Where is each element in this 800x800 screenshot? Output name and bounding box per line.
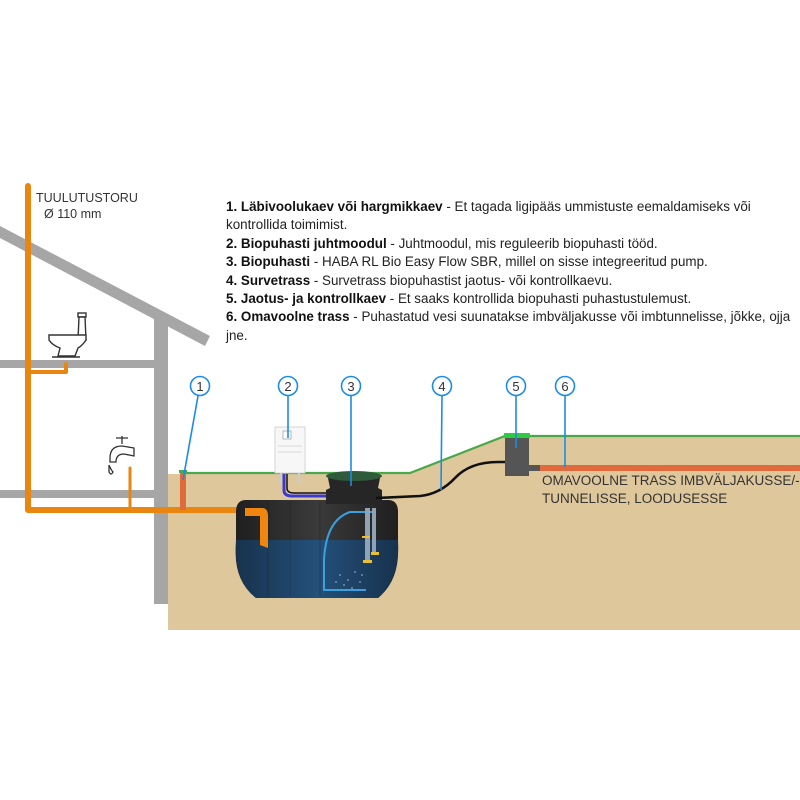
legend-item: 4. Survetrass - Survetrass biopuhastist … (226, 272, 613, 288)
marker-5 (505, 375, 527, 448)
legend-item-title: 4. Survetrass (226, 272, 311, 288)
vent-pipe-diameter: Ø 110 mm (44, 207, 102, 221)
vent-pipe-label: TUULUTUSTORU Ø 110 mm (36, 190, 138, 222)
legend-item-text: Et saaks kontrollida biopuhasti puhastus… (397, 291, 692, 307)
marker-label-6: 6 (561, 379, 568, 394)
control-module (274, 426, 330, 498)
callout-markers (182, 375, 576, 491)
legend-item: 6. Omavoolne trass - Puhastatud vesi suu… (226, 309, 791, 343)
control-cable (282, 474, 330, 498)
marker-label-2: 2 (284, 379, 291, 394)
ground-floor (0, 490, 160, 498)
marker-4 (431, 375, 453, 491)
outflow-pipe (540, 465, 800, 471)
legend: 1. Läbivoolukaev või hargmikkaev - Et ta… (226, 198, 796, 345)
marker-3 (340, 375, 362, 486)
bio-treatment-tank (235, 471, 399, 598)
toilet-drain-pipe (28, 362, 68, 374)
outflow-label-line1: OMAVOOLNE TRASS IMBVÄLJAKUSSE/- (542, 473, 800, 488)
legend-item-text: Puhastatud vesi suunatakse imbväljakusse… (226, 309, 791, 343)
outflow-label: OMAVOOLNE TRASS IMBVÄLJAKUSSE/- TUNNELIS… (542, 472, 800, 508)
marker-labels: 1 2 3 4 5 6 (196, 379, 568, 394)
legend-item: 5. Jaotus- ja kontrollkaev - Et saaks ko… (226, 291, 692, 307)
legend-item: 1. Läbivoolukaev või hargmikkaev - Et ta… (226, 199, 751, 233)
legend-item-title: 3. Biopuhasti (226, 254, 311, 270)
legend-item-title: 5. Jaotus- ja kontrollkaev (226, 291, 387, 307)
marker-2 (277, 375, 299, 438)
legend-item-text: HABA RL Bio Easy Flow SBR, millel on sis… (322, 254, 708, 270)
marker-label-3: 3 (347, 379, 354, 394)
legend-item-title: 1. Läbivoolukaev või hargmikkaev (226, 199, 443, 214)
upper-floor (0, 360, 165, 368)
legend-item-text: Survetrass biopuhastist jaotus- või kont… (322, 272, 613, 288)
legend-item-text: Juhtmoodul, mis reguleerib biopuhasti tö… (398, 235, 658, 251)
toilet-icon (48, 312, 87, 358)
house-structure (0, 226, 210, 604)
water-tap-icon (108, 436, 135, 475)
marker-6 (554, 375, 576, 467)
vent-pipe-title: TUULUTUSTORU (36, 191, 138, 205)
marker-1 (182, 375, 211, 481)
roof-line (0, 226, 210, 346)
legend-item-text: Et tagada ligipääs ummistuste eemaldamis… (226, 199, 751, 233)
legend-item-title: 6. Omavoolne trass (226, 309, 350, 325)
legend-item: 3. Biopuhasti - HABA RL Bio Easy Flow SB… (226, 254, 708, 270)
distribution-well (504, 433, 541, 476)
marker-label-4: 4 (438, 379, 445, 394)
legend-item: 2. Biopuhasti juhtmoodul - Juhtmoodul, m… (226, 235, 658, 251)
house-wall (154, 314, 168, 604)
outflow-label-line2: TUNNELISSE, LOODUSESSE (542, 491, 728, 506)
marker-label-5: 5 (512, 379, 519, 394)
inspection-well-pipe (180, 472, 186, 510)
marker-label-1: 1 (196, 379, 203, 394)
legend-item-title: 2. Biopuhasti juhtmoodul (226, 235, 387, 251)
pressure-pipe (375, 460, 508, 500)
